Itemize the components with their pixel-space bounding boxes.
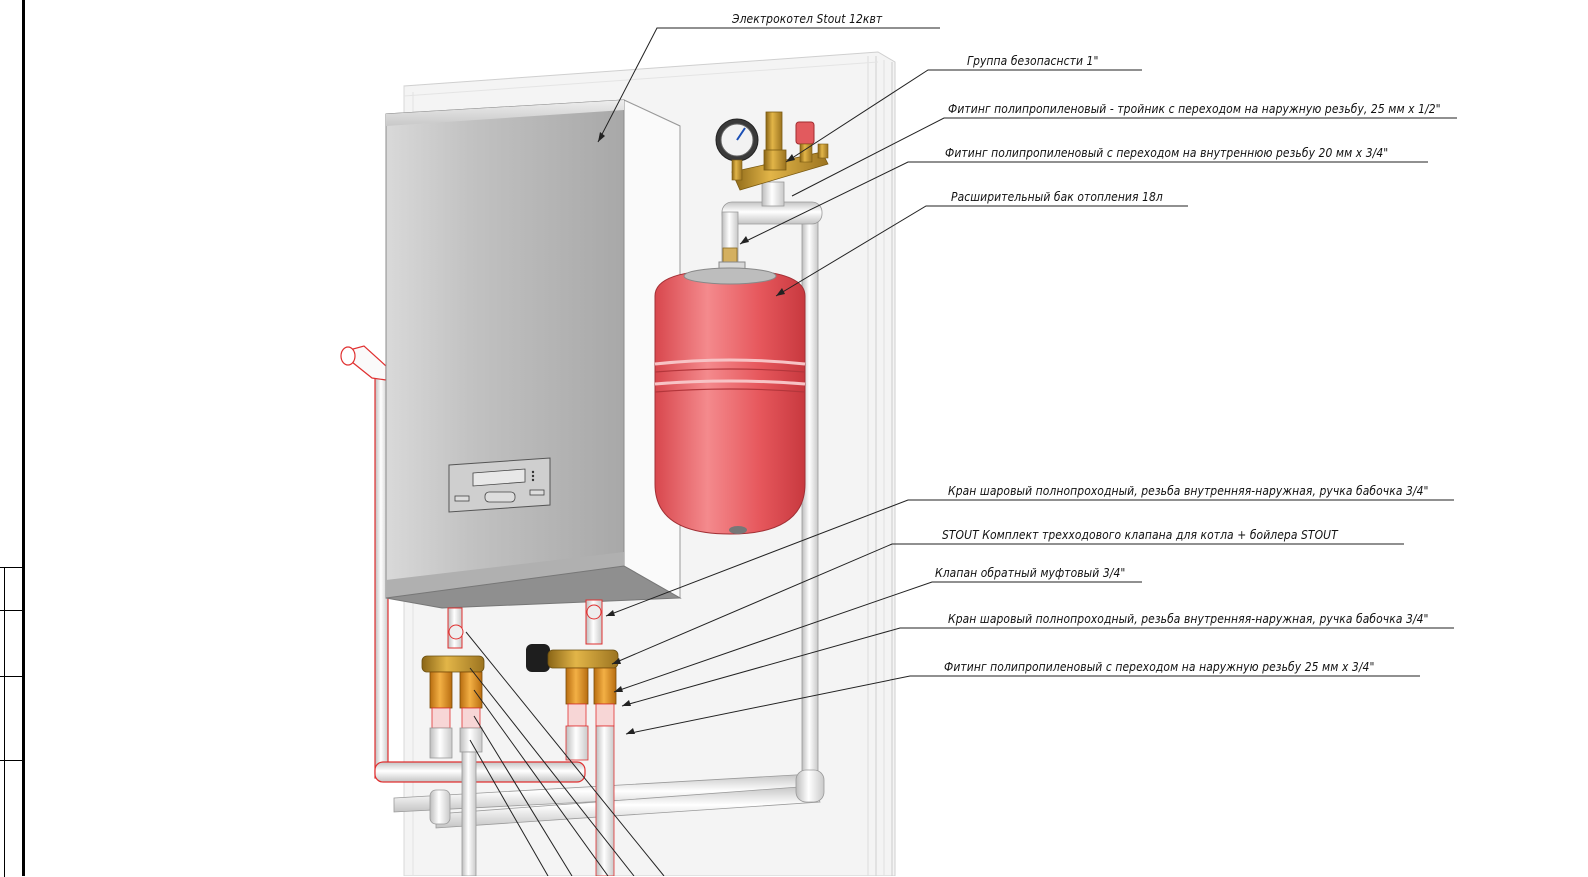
label-safety-group: Группа безопаснсти 1" (967, 53, 1099, 68)
label-ball-valve-upper: Кран шаровый полнопроходный, резьба внут… (948, 483, 1429, 498)
valve-assembly-left (421, 607, 485, 876)
electric-boiler (385, 99, 682, 609)
leader-lines (465, 27, 1457, 876)
safety-group (715, 111, 829, 191)
label-three-way-valve-kit: STOUT Комплект трехходового клапана для … (942, 527, 1338, 542)
label-fitting-external-thread: Фитинг полипропиленовый с переходом на н… (944, 659, 1375, 674)
label-fitting-internal-thread: Фитинг полипропиленовый с переходом на в… (945, 145, 1389, 160)
leader-arrows (598, 132, 795, 734)
boiler-control-panel (448, 457, 551, 513)
label-check-valve: Клапан обратный муфтовый 3/4" (935, 565, 1126, 580)
label-boiler: Электрокотел Stout 12квт (732, 11, 883, 26)
label-ball-valve-lower: Кран шаровый полнопроходный, резьба внут… (948, 611, 1429, 626)
label-expansion-tank: Расширительный бак отопления 18л (951, 189, 1163, 204)
label-tee-fitting: Фитинг полипропиленовый - тройник с пере… (948, 101, 1441, 116)
drawing-frame-line (22, 0, 25, 876)
expansion-tank (654, 261, 806, 535)
title-block-stub (0, 567, 22, 877)
valve-assembly-right (526, 599, 619, 876)
